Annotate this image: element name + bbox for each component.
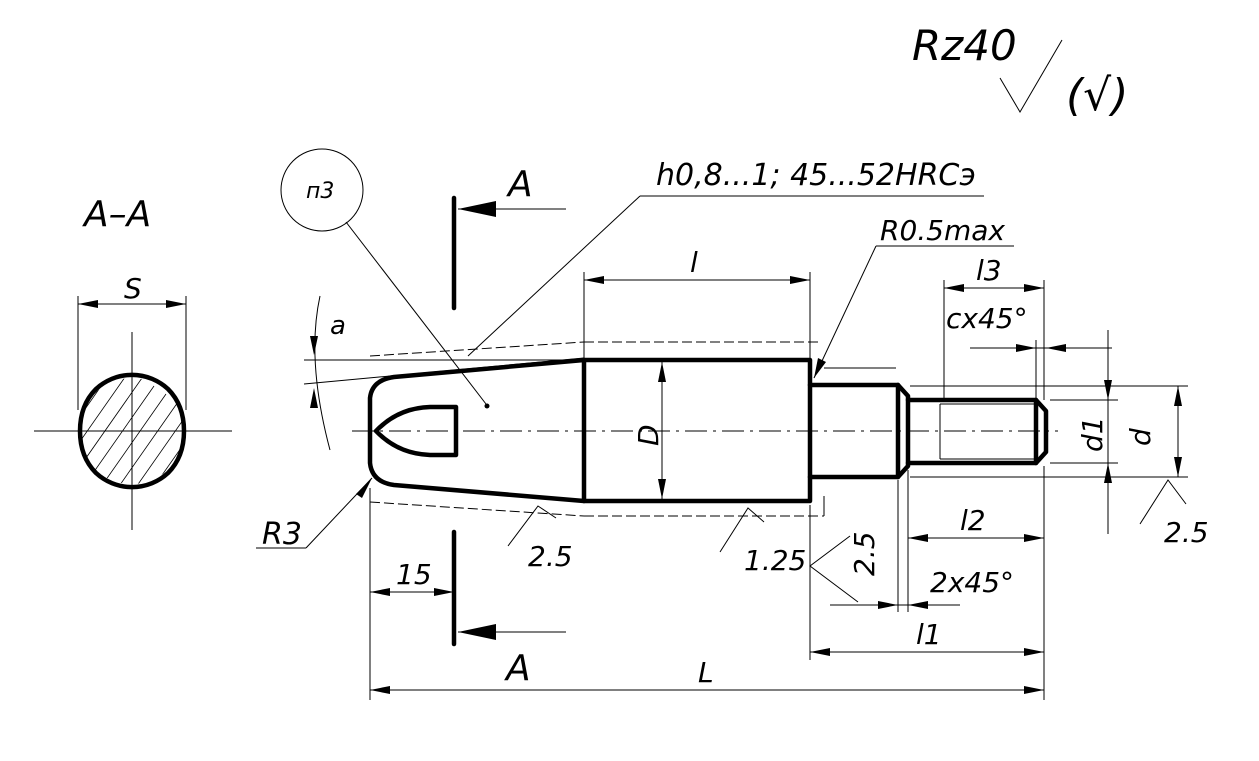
arrow-icon xyxy=(658,479,666,499)
dim-l: l xyxy=(583,246,811,360)
cut-plane-bottom: A xyxy=(451,529,566,689)
arrow-icon xyxy=(1174,386,1182,406)
arrow-icon xyxy=(434,588,454,596)
arrow-icon xyxy=(356,478,372,498)
arrow-icon xyxy=(944,284,964,292)
arrow-icon xyxy=(1024,534,1044,542)
dim-chamfer-2: 2x45° xyxy=(830,480,1014,612)
arrow-icon xyxy=(310,336,318,355)
callout-leader xyxy=(345,221,487,405)
roughness-mark-shoulder: 2.5 xyxy=(809,531,881,603)
arrow-icon xyxy=(878,601,898,609)
dim-l-label: l xyxy=(690,246,698,279)
cut-plane-top: A xyxy=(451,164,566,311)
arrow-icon xyxy=(1024,648,1044,656)
dim-D: D xyxy=(632,362,666,499)
hardening-zone-top xyxy=(369,341,585,357)
arrow-icon xyxy=(458,624,496,640)
hardening-leader xyxy=(467,195,641,357)
roughness-check-icon xyxy=(507,505,557,547)
angle-a: a xyxy=(303,295,585,451)
radius-max: R0.5max xyxy=(813,214,1014,379)
dim-l3: l3 cx45° xyxy=(943,254,1112,400)
section-dim-label: S xyxy=(124,272,142,305)
dim-l1: l1 xyxy=(809,505,1044,660)
hardening-note: h0,8...1; 45...52HRCэ xyxy=(369,158,984,517)
arrow-icon xyxy=(814,358,826,378)
arrow-icon xyxy=(1104,463,1112,483)
arrow-icon xyxy=(78,300,98,308)
roughness-2-5-left: 2.5 xyxy=(528,540,573,573)
dim-15: 15 xyxy=(369,488,454,700)
section-profile xyxy=(77,372,187,490)
section-title: A–A xyxy=(82,194,151,235)
arrow-icon xyxy=(458,201,496,217)
angle-arc xyxy=(314,295,331,451)
dim-l1-label: l1 xyxy=(916,618,942,651)
roughness-symbol: Rz40 (√) xyxy=(912,21,1128,121)
arrow-icon xyxy=(908,534,928,542)
dim-d: d xyxy=(910,385,1188,478)
roughness-mark-left: 2.5 xyxy=(507,505,573,573)
cut-plane-bottom-label: A xyxy=(504,648,531,689)
callout-dot xyxy=(484,403,490,409)
section-a-a: A–A S xyxy=(34,194,232,530)
arrow-icon xyxy=(310,388,318,408)
arrow-icon xyxy=(658,362,666,382)
arrow-icon xyxy=(1024,686,1044,694)
r05-label: R0.5max xyxy=(880,214,1005,247)
dim-l2: l2 xyxy=(907,466,1045,700)
hardening-note-text: h0,8...1; 45...52HRCэ xyxy=(656,158,976,193)
section-hatching xyxy=(79,378,185,484)
dim-L-label: L xyxy=(698,656,714,689)
roughness-1-25: 1.25 xyxy=(744,544,806,577)
arrow-icon xyxy=(584,276,604,284)
dim-D-label: D xyxy=(632,424,665,446)
roughness-2-5-right: 2.5 xyxy=(1164,516,1209,549)
tip-cavity xyxy=(373,404,459,458)
hardening-zone-bottom xyxy=(369,501,585,517)
dim-L: L xyxy=(370,656,1044,694)
cut-plane-top-label: A xyxy=(506,164,533,205)
dim-15-label: 15 xyxy=(396,558,432,591)
dim-d1: d1 xyxy=(1050,330,1118,534)
arrow-icon xyxy=(908,601,928,609)
arrow-icon xyxy=(1046,344,1066,352)
arrow-icon xyxy=(1174,457,1182,477)
radius-tip: R3 xyxy=(256,477,373,552)
dim-l3-label: l3 xyxy=(976,254,1002,287)
roughness-general: (√) xyxy=(1066,70,1128,121)
r3-label: R3 xyxy=(262,517,302,552)
arrow-icon xyxy=(790,276,810,284)
dim-d-label: d xyxy=(1124,428,1157,446)
dim-d1-label: d1 xyxy=(1076,416,1109,452)
roughness-check-icon xyxy=(1139,479,1187,525)
roughness-check-icon xyxy=(719,507,765,553)
r05-leader xyxy=(813,245,877,379)
callout-bubble xyxy=(280,148,364,232)
roughness-mark-right: 2.5 xyxy=(1139,479,1209,549)
arrow-icon xyxy=(1016,344,1036,352)
part-outline xyxy=(352,357,1058,504)
dim-c-chamfer-label: cx45° xyxy=(946,302,1028,335)
roughness-mark-body: 1.25 xyxy=(719,507,806,577)
arrow-icon xyxy=(1104,380,1112,400)
roughness-2-5-mid: 2.5 xyxy=(848,531,881,576)
dim-chamfer-2-label: 2x45° xyxy=(930,566,1014,599)
roughness-check-icon xyxy=(999,39,1063,113)
arrow-icon xyxy=(1024,284,1044,292)
arrow-icon xyxy=(166,300,186,308)
arrow-icon xyxy=(810,648,830,656)
angle-label: a xyxy=(330,311,346,341)
angle-taper-line xyxy=(303,357,585,385)
callout-label: п3 xyxy=(306,179,334,204)
roughness-value: Rz40 xyxy=(912,21,1017,70)
dim-l2-label: l2 xyxy=(960,504,986,537)
item-callout: п3 xyxy=(280,148,490,409)
arrow-icon xyxy=(370,588,390,596)
arrow-icon xyxy=(370,686,390,694)
